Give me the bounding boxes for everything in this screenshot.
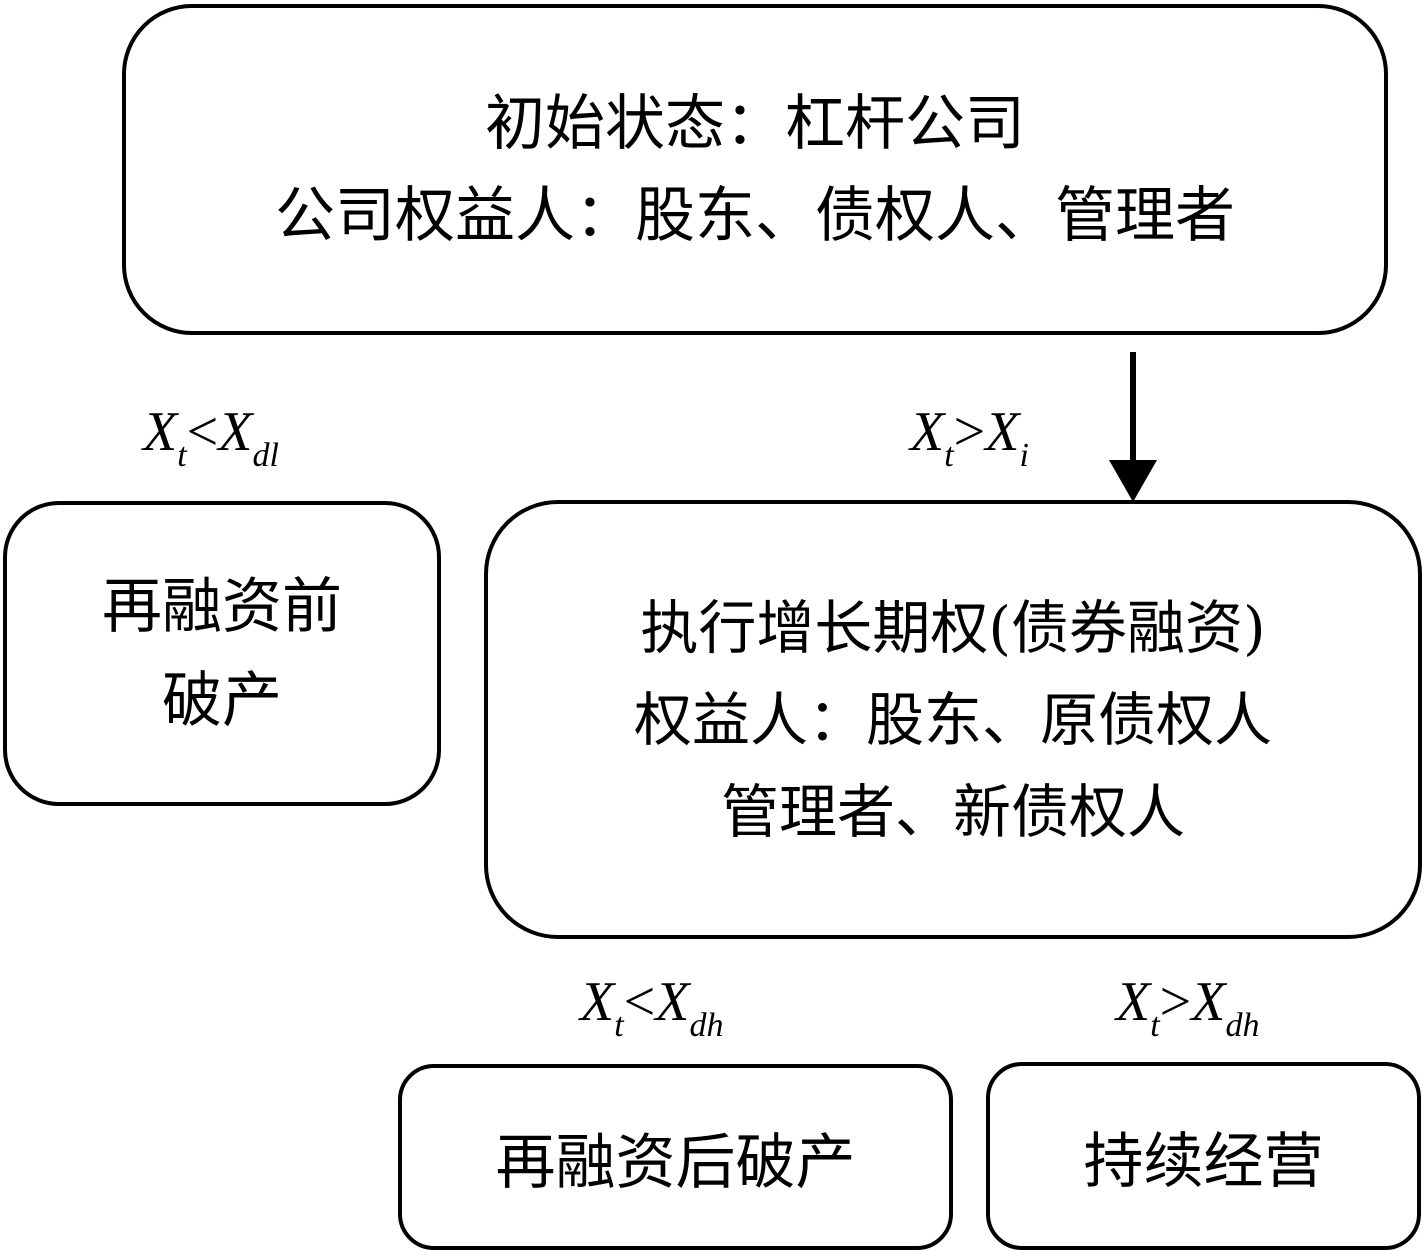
exercise-growth-option-node: 执行增长期权(债券融资) 权益人：股东、原债权人 管理者、新债权人	[484, 500, 1422, 939]
condition-lhs-sub: t	[614, 1007, 624, 1044]
post-refinancing-bankruptcy-node: 再融资后破产	[398, 1064, 953, 1250]
exercise-growth-option-line-3: 管理者、新债权人	[720, 777, 1185, 846]
condition-lhs-sub: t	[1150, 1007, 1160, 1044]
condition-rhs: X	[218, 401, 253, 463]
condition-operator: >	[953, 401, 986, 463]
continue-operation-node: 持续经营	[986, 1062, 1421, 1250]
initial-state-line-2: 公司权益人：股东、债权人、管理者	[275, 180, 1235, 251]
condition-rhs: X	[1191, 971, 1226, 1033]
initial-state-node: 初始状态：杠杆公司 公司权益人：股东、债权人、管理者	[122, 4, 1388, 335]
condition-lhs: X	[580, 971, 615, 1033]
condition-operator: <	[186, 401, 219, 463]
arrow-initial-to-exercise-head	[1109, 460, 1157, 502]
condition-lhs-sub: t	[944, 437, 954, 474]
initial-state-line-1: 初始状态：杠杆公司	[485, 88, 1025, 159]
continue-operation-label: 持续经营	[1083, 1126, 1324, 1197]
condition-post-bankruptcy: Xt<Xdh	[580, 971, 723, 1043]
condition-exercise: Xt>Xi	[910, 401, 1029, 473]
post-refinancing-bankruptcy-label: 再融资后破产	[495, 1127, 856, 1198]
pre-refinancing-bankruptcy-line-1: 再融资前	[102, 571, 342, 642]
condition-lhs: X	[143, 401, 178, 463]
condition-lhs-sub: t	[177, 437, 187, 474]
condition-rhs: X	[985, 401, 1020, 463]
pre-refinancing-bankruptcy-node: 再融资前 破产	[3, 501, 441, 806]
pre-refinancing-bankruptcy-line-2: 破产	[162, 665, 282, 736]
exercise-growth-option-line-1: 执行增长期权(债券融资)	[640, 593, 1266, 662]
exercise-growth-option-line-2: 权益人：股东、原债权人	[633, 685, 1272, 754]
condition-operator: >	[1159, 971, 1192, 1033]
condition-lhs: X	[910, 401, 945, 463]
condition-operator: <	[623, 971, 656, 1033]
condition-rhs-sub: dl	[252, 437, 279, 474]
condition-pre-bankruptcy: Xt<Xdl	[143, 401, 279, 473]
condition-continue: Xt>Xdh	[1116, 971, 1259, 1043]
condition-rhs-sub: dh	[1225, 1007, 1260, 1044]
condition-lhs: X	[1116, 971, 1151, 1033]
condition-rhs-sub: i	[1019, 437, 1029, 474]
condition-rhs: X	[655, 971, 690, 1033]
condition-rhs-sub: dh	[689, 1007, 724, 1044]
